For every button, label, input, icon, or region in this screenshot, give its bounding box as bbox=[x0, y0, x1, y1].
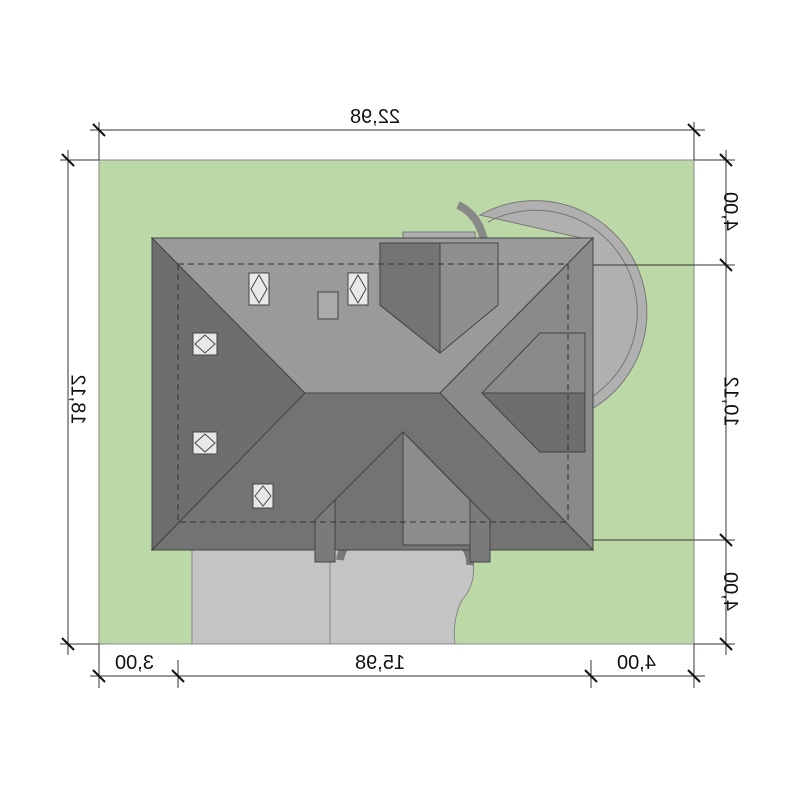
dim-top-total: 22,98 bbox=[350, 106, 401, 128]
dim-right-bottom: 4,00 bbox=[718, 572, 741, 611]
dim-bottom-left: 3,00 bbox=[115, 652, 154, 674]
chimney bbox=[317, 291, 339, 320]
skylights bbox=[192, 272, 369, 509]
dim-right-middle: 10,12 bbox=[719, 376, 742, 427]
gable-north-left bbox=[379, 242, 441, 355]
dim-bottom-middle: 15,98 bbox=[355, 652, 406, 674]
wall-outline bbox=[177, 263, 569, 523]
dimension-ticks bbox=[61, 123, 733, 683]
gable-east-low bbox=[480, 392, 586, 453]
path-paving bbox=[329, 547, 475, 645]
dim-left-total: 18,12 bbox=[66, 374, 89, 425]
driveway bbox=[191, 547, 331, 645]
gable-south-right bbox=[402, 430, 471, 546]
dimension-lines bbox=[60, 122, 735, 688]
dim-right-top: 4,00 bbox=[718, 192, 741, 231]
gable-south bbox=[314, 431, 491, 563]
dim-bottom-right: 4,00 bbox=[617, 652, 656, 674]
